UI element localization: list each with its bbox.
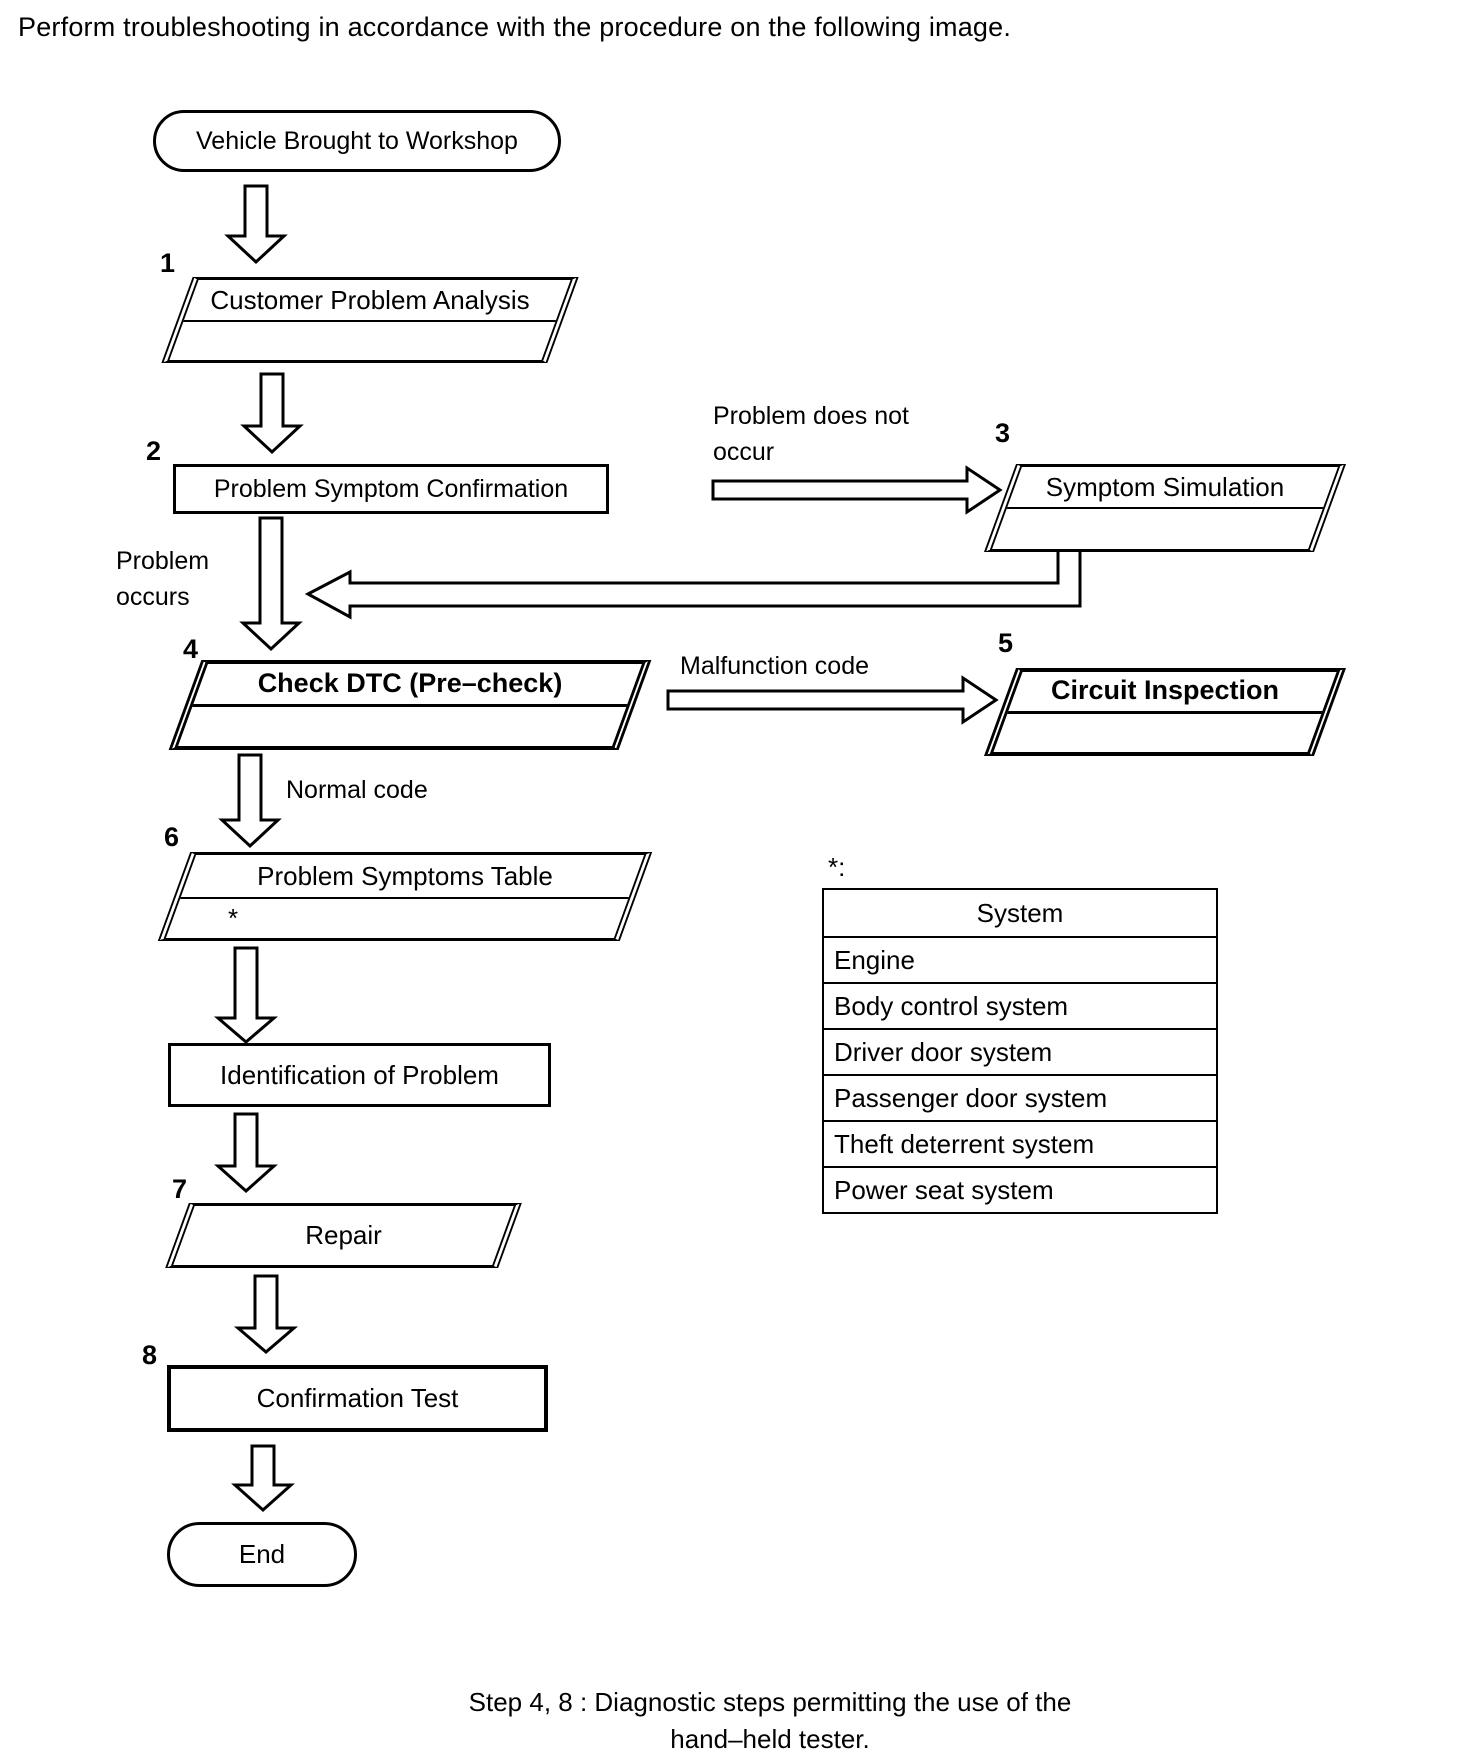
edge-label-line: Problem does not xyxy=(713,402,909,430)
arrow-right-icon xyxy=(666,675,999,725)
end-node-label: End xyxy=(238,1539,286,1569)
box-divider xyxy=(192,704,628,707)
step-number-1: 1 xyxy=(160,248,176,278)
table-row: Theft deterrent system xyxy=(824,1120,1216,1166)
end-node: End xyxy=(167,1522,357,1587)
flow-box-problem-symptom-confirmation-label: Problem Symptom Confirmation xyxy=(213,474,569,503)
flow-box-customer-problem-analysis-label: Customer Problem Analysis xyxy=(210,284,530,315)
system-table-header: System xyxy=(976,897,1064,928)
edge-label-malfunction-code: Malfunction code xyxy=(680,652,870,680)
edge-label-problem-does-not-occur: Problem does not occur xyxy=(713,398,909,470)
arrow-down-icon xyxy=(239,516,303,652)
flow-box-circuit-inspection-label: Circuit Inspection xyxy=(1050,674,1280,705)
arrow-down-icon xyxy=(231,1444,295,1513)
arrow-return-left-icon xyxy=(304,546,1082,620)
flow-box-confirmation-test: Confirmation Test xyxy=(167,1365,548,1432)
table-row: Body control system xyxy=(824,982,1216,1028)
start-node-label: Vehicle Brought to Workshop xyxy=(196,126,518,155)
table-row: Passenger door system xyxy=(824,1074,1216,1120)
start-node: Vehicle Brought to Workshop xyxy=(153,110,561,172)
box-divider xyxy=(180,897,629,899)
step-number-6: 6 xyxy=(164,822,180,852)
arrow-right-icon xyxy=(711,465,1003,515)
step-number-2: 2 xyxy=(146,436,162,466)
arrow-down-icon xyxy=(218,753,282,849)
flow-box-identification-of-problem-label: Identification of Problem xyxy=(220,1059,499,1090)
step-number-7: 7 xyxy=(172,1174,188,1204)
box-divider xyxy=(183,320,556,322)
figure-caption-line1: Step 4, 8 : Diagnostic steps permitting … xyxy=(468,1687,1072,1717)
step-number-3: 3 xyxy=(995,418,1011,448)
step-number-4: 4 xyxy=(183,634,199,664)
edge-label-normal-code: Normal code xyxy=(286,776,428,804)
table-row: Driver door system xyxy=(824,1028,1216,1074)
flow-box-check-dtc-precheck-label: Check DTC (Pre–check) xyxy=(257,667,563,698)
page-title: Perform troubleshooting in accordance wi… xyxy=(18,12,1012,42)
edge-label-problem-occurs: Problem occurs xyxy=(116,543,209,615)
flow-box-identification-of-problem: Identification of Problem xyxy=(168,1043,551,1107)
asterisk-note-marker: * xyxy=(228,903,239,933)
flow-box-repair-label: Repair xyxy=(305,1220,382,1250)
box-divider xyxy=(1006,507,1324,509)
table-row: Engine xyxy=(824,936,1216,982)
footnote-marker: *: xyxy=(828,852,846,882)
box-divider xyxy=(1007,711,1323,714)
step-number-5: 5 xyxy=(998,628,1014,658)
arrow-down-icon xyxy=(213,946,279,1044)
figure-caption: Step 4, 8 : Diagnostic steps permitting … xyxy=(370,1684,1170,1754)
arrow-down-icon xyxy=(240,372,304,455)
figure-caption-line2: hand–held tester. xyxy=(670,1724,870,1754)
edge-label-line: occurs xyxy=(116,583,190,611)
system-table: System Engine Body control system Driver… xyxy=(822,888,1218,1214)
flow-box-symptom-simulation-label: Symptom Simulation xyxy=(1045,471,1285,502)
flow-box-confirmation-test-label: Confirmation Test xyxy=(256,1383,459,1413)
arrow-down-icon xyxy=(224,184,288,265)
flow-box-problem-symptoms-table-label: Problem Symptoms Table xyxy=(257,860,553,891)
flow-box-problem-symptom-confirmation: Problem Symptom Confirmation xyxy=(173,464,609,514)
edge-label-line: occur xyxy=(713,438,775,466)
step-number-8: 8 xyxy=(142,1340,158,1370)
edge-label-line: Problem xyxy=(116,547,210,575)
table-row: Power seat system xyxy=(824,1166,1216,1212)
arrow-down-icon xyxy=(233,1274,299,1354)
arrow-down-icon xyxy=(214,1112,278,1194)
